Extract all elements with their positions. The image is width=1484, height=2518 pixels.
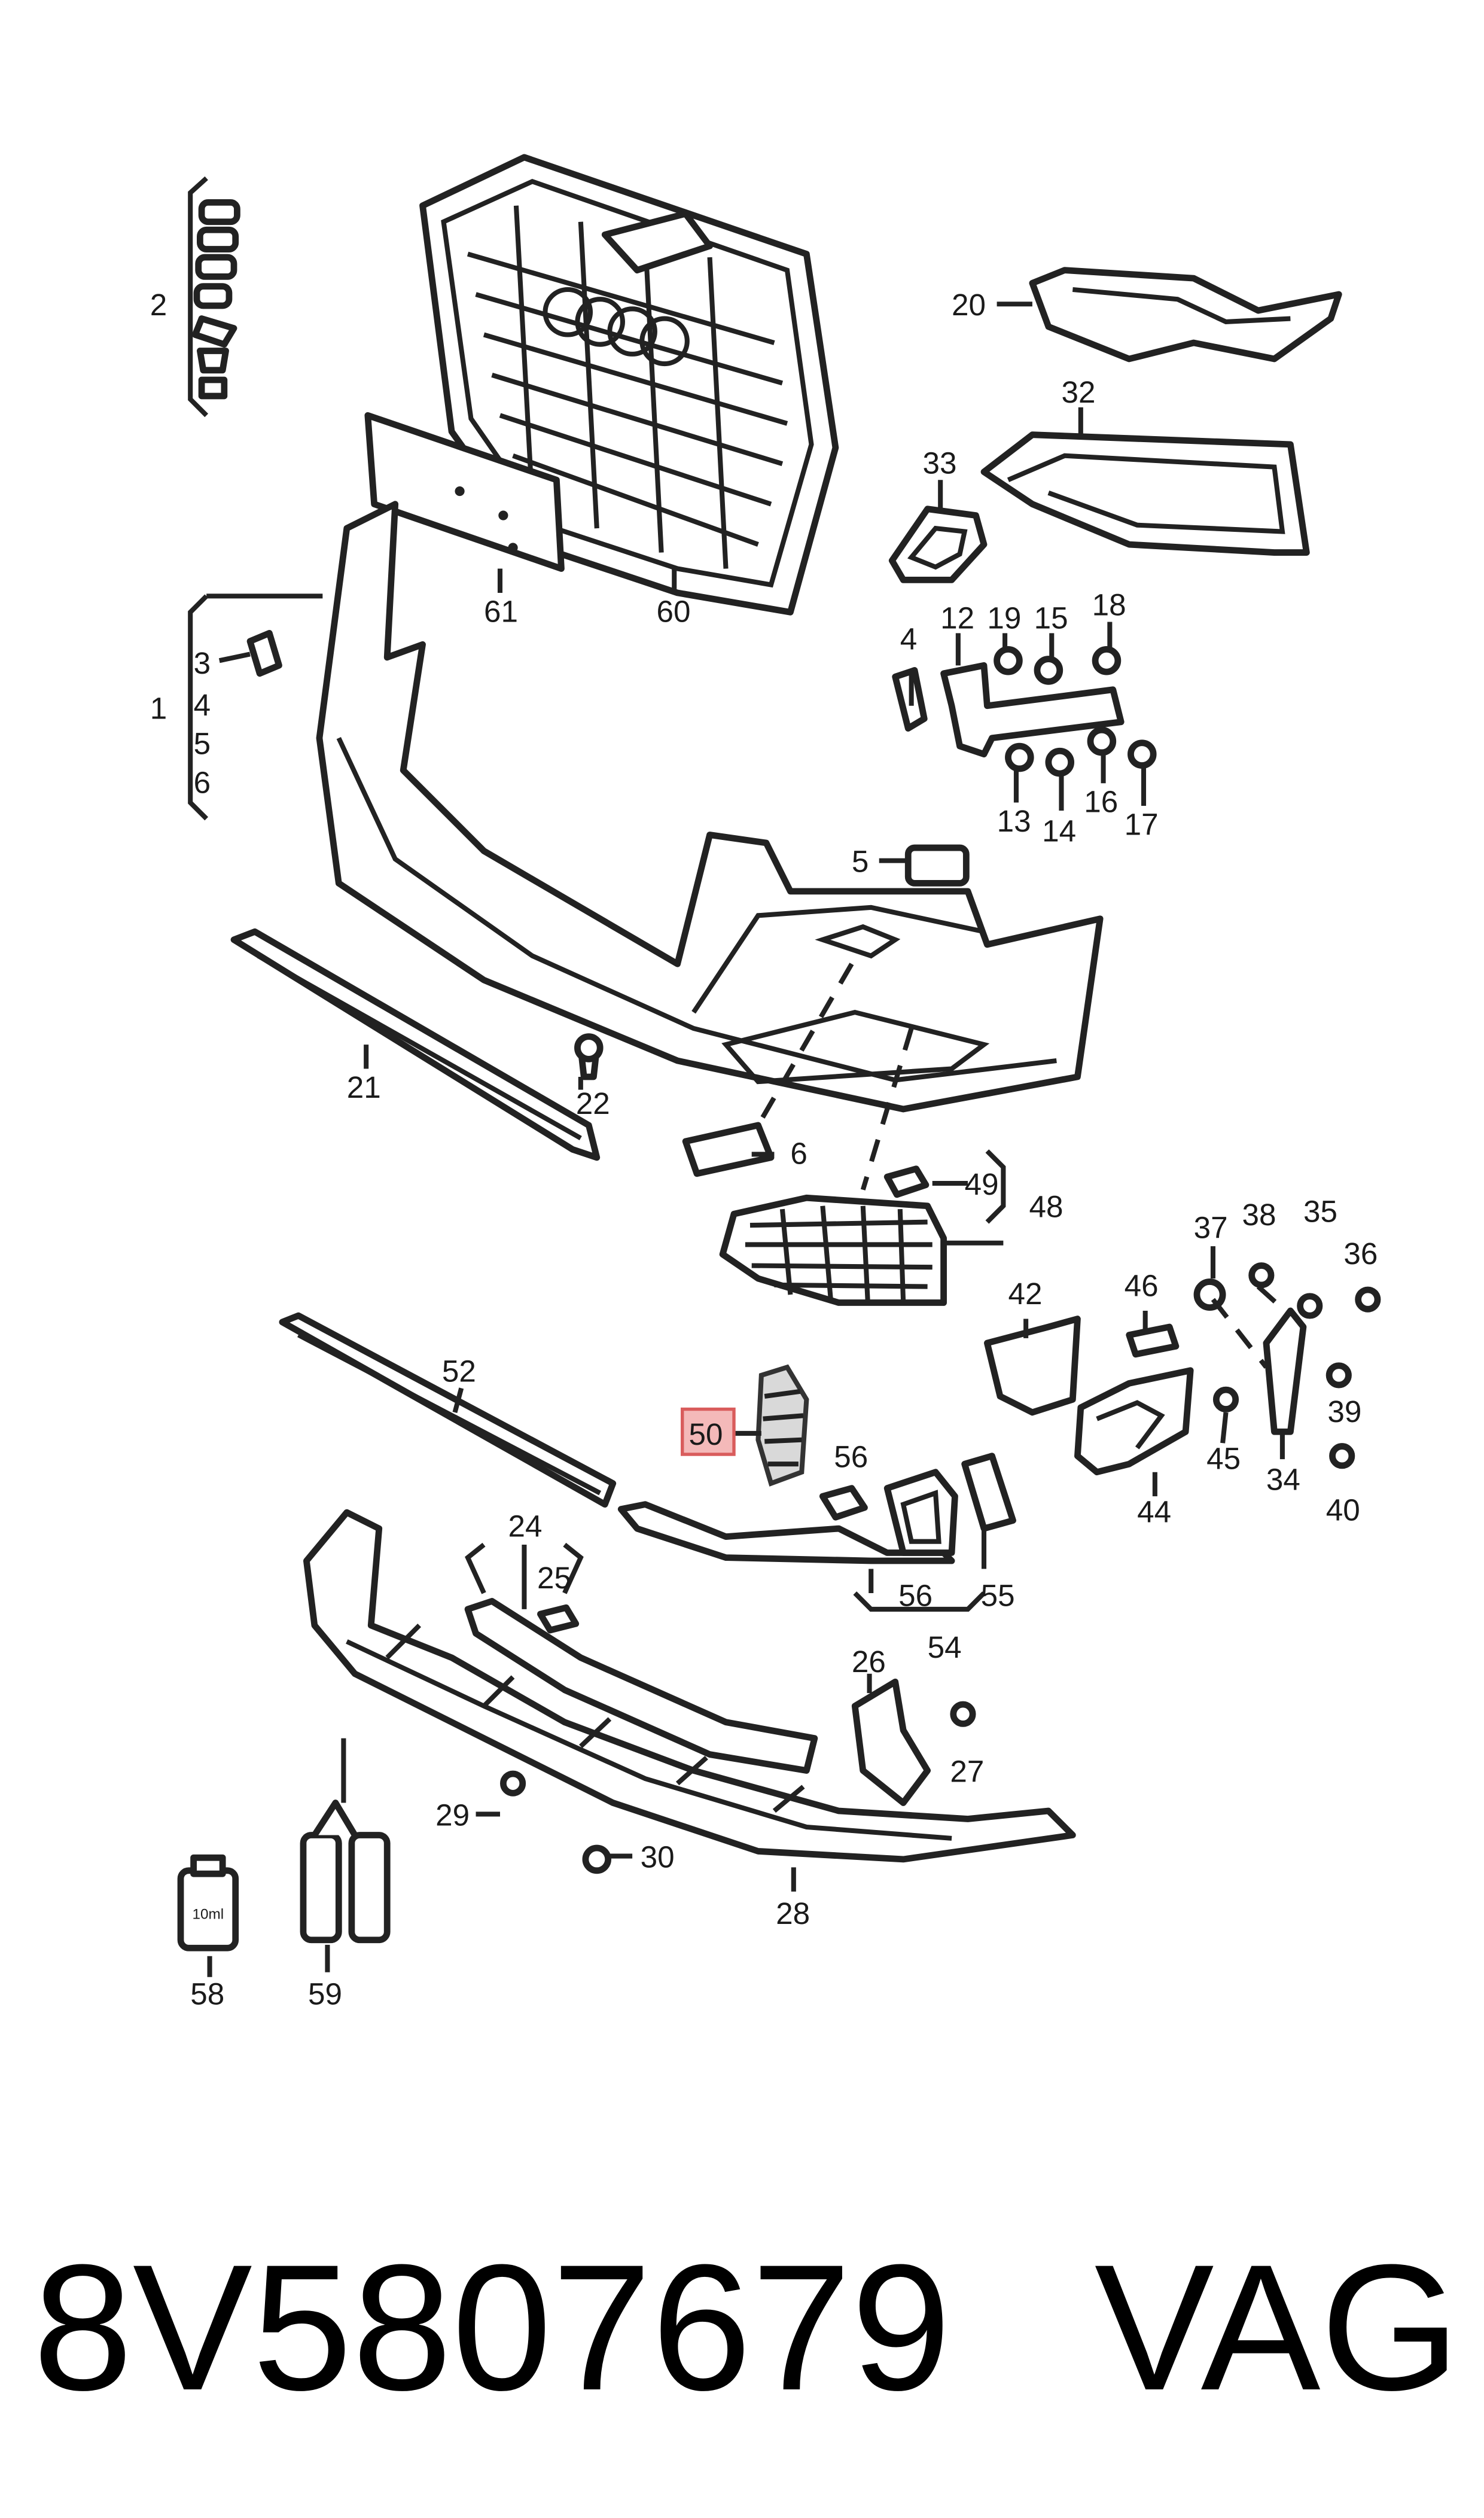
- grille-insert-50-part: [755, 1364, 809, 1487]
- clip-46-part: [1126, 1323, 1180, 1358]
- callout-24: 24: [508, 1509, 542, 1543]
- callout-54: 54: [928, 1630, 962, 1664]
- callout-3: 3: [194, 646, 211, 680]
- callout-5b: 5: [852, 845, 869, 879]
- clip-25-part: [537, 1604, 580, 1634]
- callout-59: 59: [308, 1977, 342, 2011]
- callout-16: 16: [1084, 785, 1118, 819]
- part-number: 8V5807679: [33, 2227, 951, 2428]
- screw-set-part: [188, 176, 240, 418]
- undertray-28-part: [303, 1509, 1076, 1863]
- callout-26: 26: [852, 1645, 886, 1679]
- screw-22-part: [574, 1033, 604, 1080]
- callout-56b: 56: [898, 1579, 933, 1613]
- clip-56-part: [819, 1485, 868, 1521]
- callout-28: 28: [776, 1896, 810, 1931]
- screws-27-29-30-part: [499, 1701, 976, 1874]
- callout-60: 60: [657, 595, 691, 629]
- bottle-58-part: 10ml: [177, 1854, 239, 1951]
- callout-50: 50: [689, 1417, 723, 1451]
- callout-2: 2: [150, 288, 167, 322]
- trim-ring-33-part: [888, 506, 988, 583]
- callout-17: 17: [1125, 807, 1159, 841]
- bracket-42-part: [984, 1316, 1081, 1416]
- exploded-parts-diagram: 10ml: [150, 154, 1381, 2011]
- callout-4: 4: [194, 688, 211, 722]
- lower-trim-54-part: [617, 1453, 1016, 1564]
- callout-49: 49: [965, 1167, 999, 1201]
- license-plate-holder-part: [364, 412, 565, 572]
- callout-13: 13: [997, 804, 1031, 838]
- callout-1: 1: [150, 691, 167, 725]
- bracket-26-part: [851, 1678, 931, 1806]
- callout-46: 46: [1125, 1269, 1159, 1303]
- callout-42: 42: [1008, 1277, 1042, 1311]
- leader-lines: [188, 302, 1293, 1977]
- bracket-34-part: [1263, 1307, 1307, 1435]
- callout-34: 34: [1266, 1462, 1300, 1496]
- lower-grille-48-part: [719, 1165, 947, 1306]
- trim-strip-52-part: [279, 1312, 617, 1508]
- bracket-44-part: [1074, 1367, 1194, 1476]
- callout-33: 33: [923, 446, 957, 480]
- callout-61: 61: [484, 595, 518, 629]
- callout-36: 36: [1343, 1237, 1378, 1271]
- callout-4b: 4: [900, 622, 918, 656]
- tow-hook-cover-part: [682, 1122, 775, 1177]
- bracket-24-part: [464, 1598, 818, 1774]
- callout-15: 15: [1034, 601, 1068, 635]
- callout-37: 37: [1194, 1211, 1228, 1245]
- callout-22: 22: [576, 1086, 610, 1121]
- callout-27: 27: [950, 1754, 984, 1788]
- callout-19: 19: [987, 601, 1021, 635]
- callout-32: 32: [1061, 375, 1095, 409]
- cover-cap-part: [904, 844, 970, 887]
- callout-6: 6: [194, 765, 211, 799]
- callout-56: 56: [834, 1440, 868, 1474]
- callout-20: 20: [952, 288, 986, 322]
- callout-48: 48: [1029, 1190, 1064, 1224]
- callout-18: 18: [1092, 588, 1126, 622]
- callout-labels: 2 1 3 4 5 6 61 60 20 32 33 4 12 19 15 18…: [150, 288, 1378, 2011]
- mounting-bracket-group-part: [892, 646, 1157, 777]
- brand-label: VAG: [1094, 2227, 1460, 2428]
- callout-45: 45: [1206, 1441, 1241, 1475]
- callout-30: 30: [641, 1840, 675, 1874]
- callout-35: 35: [1303, 1195, 1337, 1229]
- callout-29: 29: [435, 1798, 470, 1832]
- cover-cap-3-part: [246, 630, 282, 677]
- callout-58: 58: [190, 1977, 224, 2011]
- bracket-20-part: [1029, 267, 1342, 363]
- callout-14: 14: [1042, 814, 1076, 848]
- highlight-box-50: [681, 1407, 736, 1456]
- callout-21: 21: [347, 1070, 381, 1104]
- callout-6b: 6: [790, 1137, 807, 1171]
- bumper-cover-part: [316, 501, 1104, 1113]
- applicator-59-part: [300, 1738, 391, 1944]
- callout-44: 44: [1137, 1494, 1171, 1529]
- air-duct-32-part: [980, 431, 1310, 556]
- callout-5: 5: [194, 727, 211, 761]
- callout-38: 38: [1242, 1198, 1276, 1232]
- callout-40: 40: [1326, 1493, 1360, 1527]
- callout-52: 52: [442, 1354, 476, 1389]
- bottle-label: 10ml: [193, 1907, 224, 1923]
- trim-strip-21-part: [230, 928, 601, 1161]
- callout-12: 12: [940, 601, 974, 635]
- callout-25: 25: [537, 1561, 571, 1595]
- screws-35-40-part: [1212, 1262, 1381, 1469]
- callout-39: 39: [1327, 1395, 1361, 1429]
- callout-55: 55: [981, 1579, 1015, 1613]
